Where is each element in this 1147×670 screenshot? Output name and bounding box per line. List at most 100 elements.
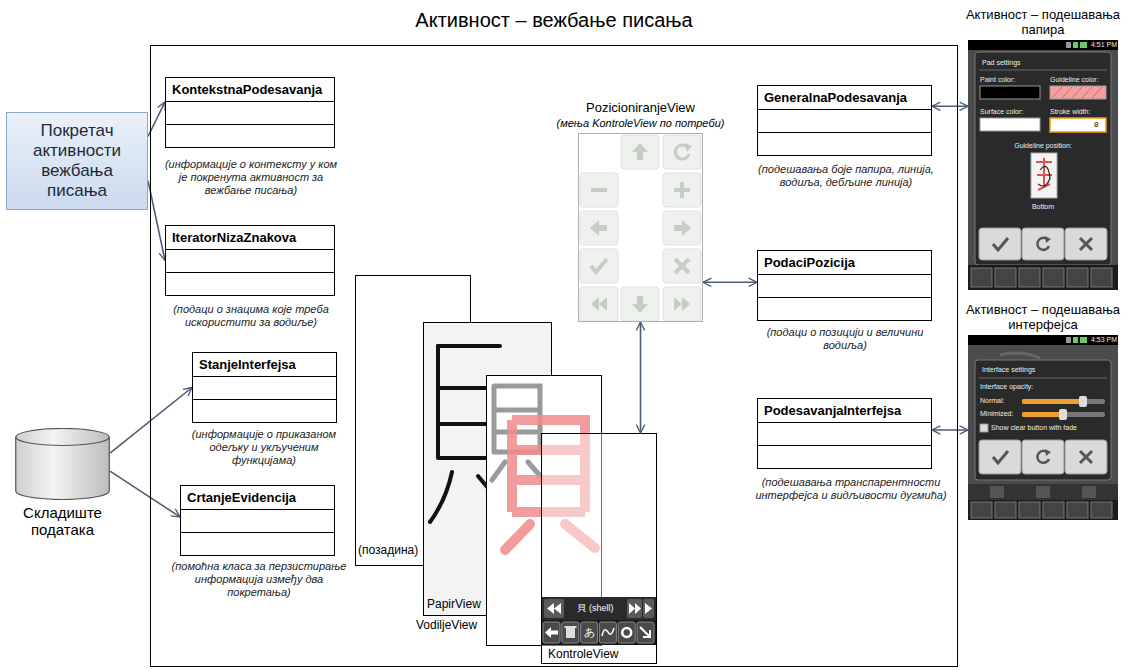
controls-toolbar	[581, 622, 598, 643]
interface-settings-screenshot	[980, 424, 988, 432]
class-note: (подаци о знацима које треба искористити…	[160, 303, 342, 329]
class-compartment	[758, 110, 931, 132]
controls-toolbar	[542, 620, 656, 645]
dialog-title: Pad settings	[982, 59, 1021, 67]
cylinder-body	[16, 429, 110, 500]
view-layer-stack	[356, 276, 657, 664]
positioning-buttons	[621, 135, 659, 169]
interface-settings-screenshot	[1065, 440, 1107, 474]
controls-toolbar	[545, 627, 558, 638]
class-compartment	[758, 445, 931, 468]
class-compartment	[166, 272, 334, 295]
settings-screenshot: Активност – подешавања интерфејса4:53 PM…	[968, 335, 1118, 520]
controls-toolbar	[566, 628, 575, 638]
controls-toolbar	[629, 603, 641, 614]
positioning-buttons	[663, 135, 701, 169]
positioning-buttons	[590, 220, 607, 236]
connector-group	[110, 102, 968, 517]
cylinder-rim	[16, 437, 110, 445]
setting-label: Guideline position:	[1000, 142, 1086, 150]
positioning-buttons	[685, 143, 692, 152]
class-note: (помоћна класа за перзистирање информаци…	[170, 560, 348, 599]
paper-settings-screenshot	[968, 40, 1118, 290]
controls-toolbar	[544, 599, 564, 618]
interface-settings-screenshot	[1022, 440, 1064, 474]
paper-settings-screenshot	[980, 86, 1040, 99]
interface-settings-screenshot	[1022, 412, 1062, 417]
paper-settings-screenshot	[1038, 166, 1050, 186]
class-name-compartment: CrtanjeEvidencija	[181, 486, 334, 510]
view-name: PozicioniranjeView	[586, 100, 695, 115]
positioning-buttons	[632, 296, 648, 313]
positioning-buttons	[591, 188, 607, 192]
interface-settings-screenshot	[1036, 486, 1050, 498]
interface-settings-screenshot	[990, 486, 1004, 498]
interface-settings-screenshot	[1059, 409, 1067, 420]
class-compartment	[758, 423, 931, 445]
class-compartment	[193, 399, 336, 422]
interface-settings-screenshot	[1080, 337, 1087, 343]
class-compartment	[758, 132, 931, 155]
controls-sheet	[542, 434, 657, 664]
paper-settings-screenshot	[1022, 228, 1064, 260]
paper-settings-screenshot	[979, 70, 1107, 71]
class-note: (информације о контексту у ком је покрен…	[160, 158, 342, 197]
class-box: PodaciPozicija	[757, 250, 932, 321]
paper-settings-screenshot	[1050, 86, 1106, 99]
positioning-buttons	[674, 297, 690, 311]
class-name: StanjeInterfejsa	[199, 357, 296, 372]
interface-settings-screenshot	[975, 360, 1111, 480]
controls-toolbar	[599, 622, 616, 643]
interface-settings-screenshot	[968, 500, 1118, 520]
interface-settings-screenshot	[968, 335, 1118, 520]
class-compartment	[166, 102, 334, 124]
cylinder-outline	[15, 428, 110, 500]
setting-label: Surface color:	[980, 108, 1023, 116]
positioning-buttons	[663, 211, 701, 245]
interface-settings-screenshot	[995, 502, 1016, 518]
class-compartment	[181, 510, 334, 532]
class-box: StanjeInterfejsa	[192, 352, 337, 423]
paper-settings-screenshot	[1043, 268, 1064, 287]
view-layer: KontroleView貝 (shell)あ	[541, 433, 657, 664]
interface-settings-screenshot	[968, 335, 1118, 345]
datastore-cylinder: Складиште података	[15, 428, 110, 500]
connector	[932, 106, 968, 108]
status-time: 4:53 PM	[1091, 336, 1117, 344]
controls-toolbar	[618, 622, 635, 643]
activity-frame: Активност – вежбање писањаKontekstnaPode…	[150, 45, 958, 667]
class-box: GeneralnaPodesavanja	[757, 85, 932, 156]
class-compartment	[758, 297, 931, 320]
positioning-buttons	[580, 135, 701, 321]
paper-settings-screenshot	[1052, 87, 1102, 98]
setting-label: Normal:	[980, 397, 1005, 405]
layer-name: (позадина)	[358, 543, 418, 557]
paper-settings-screenshot	[968, 40, 1118, 50]
class-note: (информације о приказаном одељку и укључ…	[180, 428, 348, 467]
paper-settings-screenshot	[1019, 268, 1040, 287]
paper-settings-screenshot	[1045, 236, 1051, 243]
setting-label: Guideline color:	[1050, 76, 1099, 84]
status-time: 4:51 PM	[1091, 41, 1117, 49]
connector	[110, 388, 192, 454]
positioning-buttons	[621, 287, 659, 321]
class-compartment	[166, 124, 334, 147]
controls-toolbar	[543, 622, 560, 643]
controls-toolbar	[547, 603, 561, 614]
layer-name: PapirView	[427, 597, 481, 611]
paper-settings-screenshot	[968, 265, 1118, 290]
positioning-buttons	[580, 249, 618, 283]
layer-name: KontroleView	[548, 647, 619, 661]
connector	[703, 282, 757, 284]
class-name: KontekstnaPodesavanja	[172, 82, 322, 97]
paper-settings-screenshot	[1065, 228, 1107, 260]
positioning-buttons	[675, 259, 689, 273]
positioning-buttons	[632, 143, 648, 160]
paper-settings-screenshot	[1091, 268, 1112, 287]
class-name: CrtanjeEvidencija	[187, 490, 296, 505]
handwritten-glyph	[436, 346, 440, 458]
interface-settings-screenshot	[968, 484, 1118, 500]
paper-settings-screenshot	[975, 52, 1111, 265]
positioning-buttons	[580, 287, 618, 321]
class-box: KontekstnaPodesavanja	[165, 77, 335, 148]
